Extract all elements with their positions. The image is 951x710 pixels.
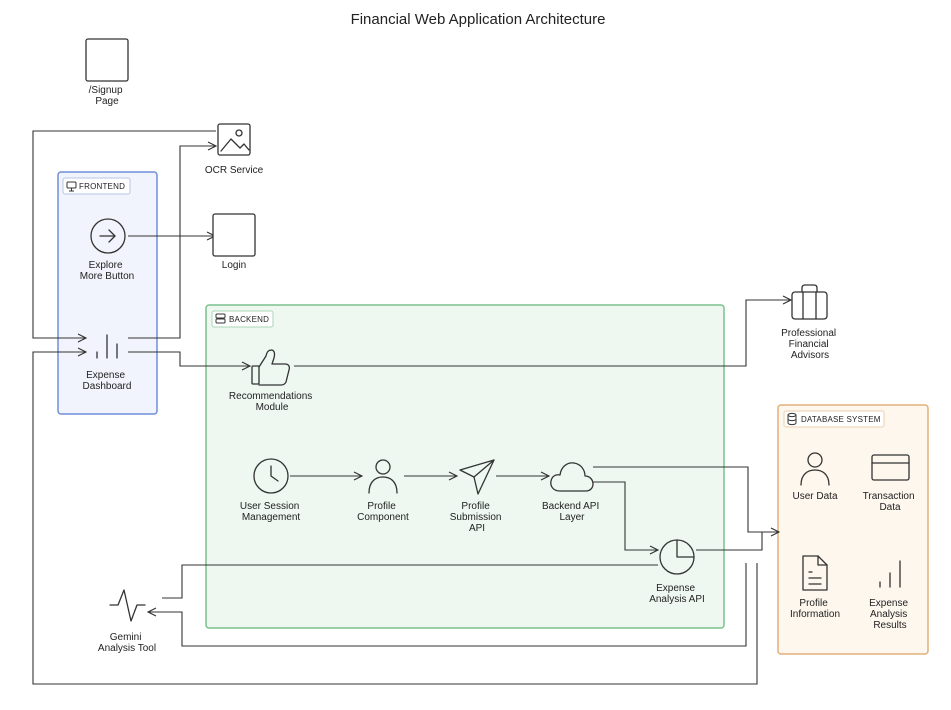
node-expense-analysis-results[interactable]: Expense Analysis Results	[869, 560, 911, 631]
node-explore-more-button[interactable]: Explore More Button	[80, 218, 134, 282]
document-icon	[802, 555, 828, 591]
profile-component-label: Profile Component	[357, 501, 409, 523]
ocr-label: OCR Service	[205, 165, 264, 176]
signup-label: /Signup Page	[89, 85, 126, 107]
transaction-label: Transaction Data	[863, 491, 918, 513]
node-expense-analysis-api[interactable]: Expense Analysis API	[649, 539, 705, 605]
gemini-label: Gemini Analysis Tool	[98, 632, 156, 654]
database-icon	[787, 412, 797, 426]
activity-icon	[109, 589, 146, 622]
expense-results-label: Expense Analysis Results	[869, 598, 911, 631]
user-data-label: User Data	[792, 491, 837, 502]
node-profile-submission-api[interactable]: Profile Submission API	[450, 459, 504, 534]
login-label: Login	[222, 260, 246, 271]
profile-info-label: Profile Information	[790, 598, 840, 620]
user-icon	[368, 459, 398, 494]
node-login[interactable]: Login	[212, 213, 256, 271]
edge-backend-to-database	[593, 466, 779, 532]
edge-gemini-to-expense-api	[162, 564, 658, 599]
credit-card-icon	[871, 454, 910, 481]
node-user-data[interactable]: User Data	[792, 452, 838, 502]
thumbs-up-icon	[251, 349, 291, 386]
node-gemini-analysis-tool[interactable]: Gemini Analysis Tool	[98, 589, 156, 654]
monitor-icon	[66, 181, 77, 192]
pie-chart-icon	[659, 539, 695, 575]
node-profile-component[interactable]: Profile Component	[357, 459, 409, 523]
briefcase-icon	[791, 284, 828, 320]
edge-expense-api-to-gemini	[148, 563, 747, 647]
cloud-icon	[550, 462, 594, 492]
backend-api-label: Backend API Layer	[542, 501, 602, 523]
frontend-group-label: FRONTEND	[79, 182, 125, 191]
expense-api-label: Expense Analysis API	[649, 583, 705, 605]
node-ocr-service[interactable]: OCR Service	[205, 123, 264, 176]
node-professional-financial-advisors[interactable]: Professional Financial Advisors	[781, 284, 839, 361]
node-user-session-management[interactable]: User Session Management	[240, 458, 302, 523]
image-icon	[217, 123, 251, 156]
node-expense-dashboard[interactable]: Expense Dashboard	[83, 334, 132, 392]
session-label: User Session Management	[240, 501, 302, 523]
clock-icon	[253, 458, 289, 494]
user-icon	[800, 452, 830, 486]
send-icon	[459, 459, 495, 495]
diagram-title: Financial Web Application Architecture	[351, 11, 606, 28]
dashboard-label: Expense Dashboard	[83, 370, 132, 392]
backend-group-label: BACKEND	[229, 315, 269, 324]
edge-dashboard-to-ocr	[128, 146, 216, 339]
node-recommendations-module[interactable]: Recommendations Module	[229, 349, 315, 413]
edge-expense-api-to-database	[696, 532, 763, 551]
bar-chart-icon	[879, 560, 901, 588]
node-transaction-data[interactable]: Transaction Data	[863, 454, 918, 513]
database-group-label: DATABASE SYSTEM	[801, 415, 881, 424]
bar-chart-icon	[96, 334, 118, 359]
edge-backend-to-expense-api	[593, 481, 658, 550]
edge-recommendations-to-advisors	[294, 300, 791, 367]
edge-dashboard-to-recommendations	[128, 351, 250, 366]
edges	[32, 130, 791, 685]
node-profile-information[interactable]: Profile Information	[790, 555, 840, 620]
edge-loop-to-dashboard	[32, 352, 758, 685]
recommendations-label: Recommendations Module	[229, 391, 315, 413]
profile-api-label: Profile Submission API	[450, 501, 504, 534]
edge-ocr-to-dashboard	[32, 130, 216, 338]
backend-group: BACKEND	[205, 304, 725, 629]
server-icon	[215, 313, 226, 324]
node-backend-api-layer[interactable]: Backend API Layer	[542, 462, 602, 523]
node-signup[interactable]: /Signup Page	[85, 38, 129, 107]
advisors-label: Professional Financial Advisors	[781, 328, 839, 361]
explore-label: Explore More Button	[80, 260, 134, 282]
arrow-right-circle-icon	[90, 218, 126, 254]
